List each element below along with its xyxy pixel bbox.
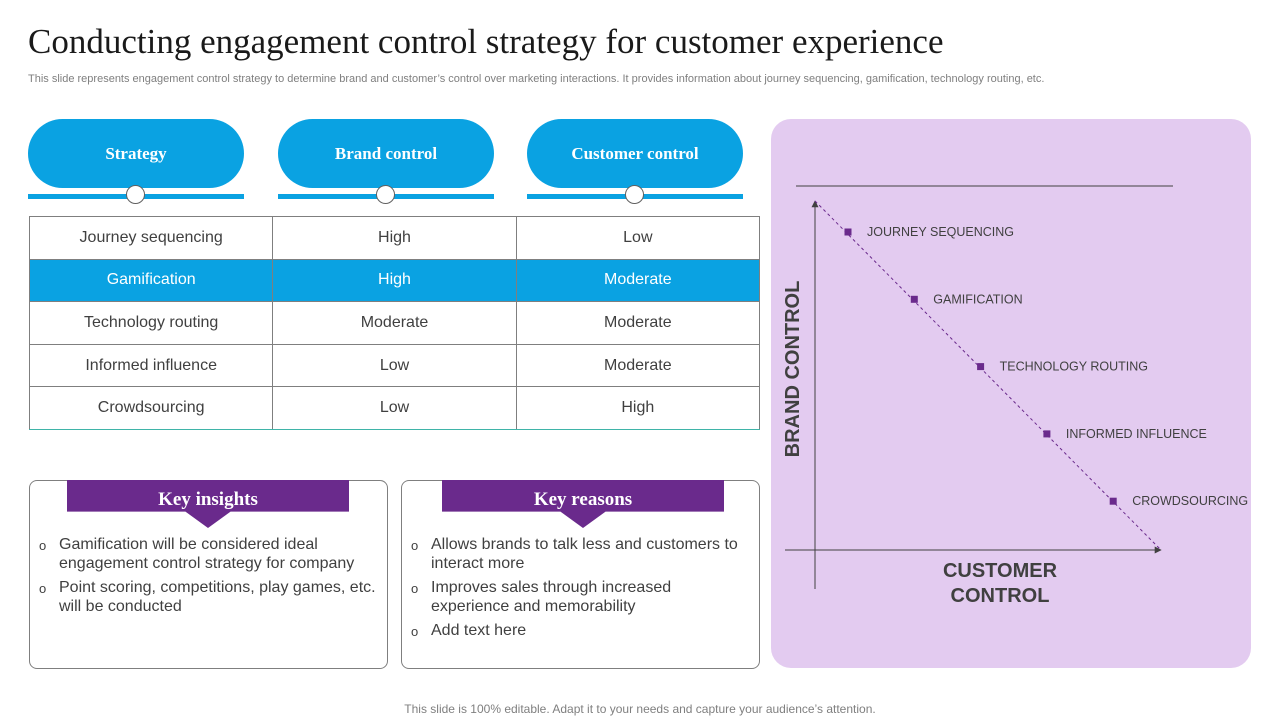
list-item: o Improves sales through increased experi…: [411, 578, 751, 616]
table-cell-customer: High: [515, 386, 761, 430]
chart-point-marker: [977, 363, 985, 371]
table-cell-brand: High: [272, 258, 517, 303]
header-brand-control-dot: [376, 185, 395, 204]
list-item: o Point scoring, competitions, play games…: [39, 578, 379, 616]
list-item: o Allows brands to talk less and customer…: [411, 535, 751, 573]
page-subtitle: This slide represents engagement control…: [28, 73, 1045, 85]
chart-point-label: INFORMED INFLUENCE: [1066, 427, 1207, 441]
header-brand-control-label: Brand control: [278, 119, 494, 188]
table-cell-strategy: Crowdsourcing: [28, 386, 274, 430]
chart-point-label: CROWDSOURCING: [1132, 494, 1248, 508]
key-reasons-box: Key reasons o Allows brands to talk less …: [401, 480, 760, 669]
table-cell-customer: Moderate: [515, 258, 761, 303]
chart-points: JOURNEY SEQUENCING GAMIFICATION TECHNOLOGY…: [844, 225, 1248, 508]
bullet-icon: o: [411, 624, 419, 639]
x-axis-label-line1: CUSTOMER: [943, 560, 1058, 582]
list-item: o Gamification will be considered ideal e…: [39, 535, 379, 573]
list-item-text: Allows brands to talk less and customers…: [431, 536, 738, 572]
key-reasons-title: Key reasons: [533, 489, 633, 510]
header-customer-control-label: Customer control: [527, 119, 743, 188]
key-insights-box: Key insights o Gamification will be consi…: [29, 480, 388, 669]
list-item-text: Add text here: [431, 622, 527, 639]
y-axis-label: BRAND CONTROL: [782, 281, 804, 458]
header-customer-control: Customer control: [527, 119, 743, 204]
chart-point-label: JOURNEY SEQUENCING: [867, 225, 1014, 239]
table-cell-strategy: Gamification: [28, 258, 274, 303]
list-item: o Add text here: [411, 621, 751, 640]
table-cell-brand: High: [272, 216, 517, 260]
table-cell-strategy: Journey sequencing: [28, 216, 274, 260]
bullet-icon: o: [39, 581, 47, 596]
bullet-icon: o: [411, 581, 419, 596]
table-row: Technology routing Moderate Moderate: [28, 301, 761, 345]
table-cell-strategy: Technology routing: [28, 301, 274, 345]
table-cell-brand: Low: [272, 386, 517, 430]
header-strategy-dot: [126, 185, 145, 204]
header-customer-control-dot: [625, 185, 644, 204]
list-item-text: Improves sales through increased experie…: [431, 579, 672, 615]
chart-point-marker: [1043, 430, 1051, 438]
table-cell-customer: Moderate: [515, 301, 761, 345]
table-row: Journey sequencing High Low: [28, 216, 761, 260]
table-cell-strategy: Informed influence: [28, 343, 274, 388]
brand-customer-control-chart: JOURNEY SEQUENCING GAMIFICATION TECHNOLOGY…: [782, 185, 1248, 607]
table-cell-brand: Low: [272, 343, 517, 388]
table-row: Informed influence Low Moderate: [28, 343, 761, 388]
header-strategy-label: Strategy: [28, 119, 244, 188]
key-insights-title: Key insights: [158, 489, 258, 510]
chart-point-marker: [844, 228, 852, 236]
bullet-icon: o: [39, 538, 47, 553]
chart-point-label: TECHNOLOGY ROUTING: [1000, 360, 1148, 374]
table-cell-brand: Moderate: [272, 301, 517, 345]
key-reasons-list: o Allows brands to talk less and customer…: [411, 535, 751, 645]
chart-point-marker: [1109, 497, 1117, 505]
list-item-text: Point scoring, competitions, play games,…: [59, 579, 376, 615]
x-axis-label-line2: CONTROL: [951, 585, 1050, 607]
strategy-table: Journey sequencing High Low Gamification…: [28, 216, 761, 430]
page-title: Conducting engagement control strategy f…: [28, 22, 944, 61]
table-row: Crowdsourcing Low High: [28, 386, 761, 430]
header-strategy: Strategy: [28, 119, 244, 204]
bullet-icon: o: [411, 538, 419, 553]
chart-point-marker: [910, 295, 918, 303]
chart-panel: JOURNEY SEQUENCING GAMIFICATION TECHNOLOGY…: [771, 119, 1251, 668]
list-item-text: Gamification will be considered ideal en…: [59, 536, 355, 572]
table-cell-customer: Moderate: [515, 343, 761, 388]
table-row-highlighted: Gamification High Moderate: [28, 258, 761, 303]
key-insights-list: o Gamification will be considered ideal e…: [39, 535, 379, 621]
chart-point-label: GAMIFICATION: [933, 292, 1022, 306]
header-brand-control: Brand control: [278, 119, 494, 204]
footer-note: This slide is 100% editable. Adapt it to…: [404, 702, 876, 716]
trend-line: [814, 200, 1162, 551]
table-cell-customer: Low: [515, 216, 761, 260]
